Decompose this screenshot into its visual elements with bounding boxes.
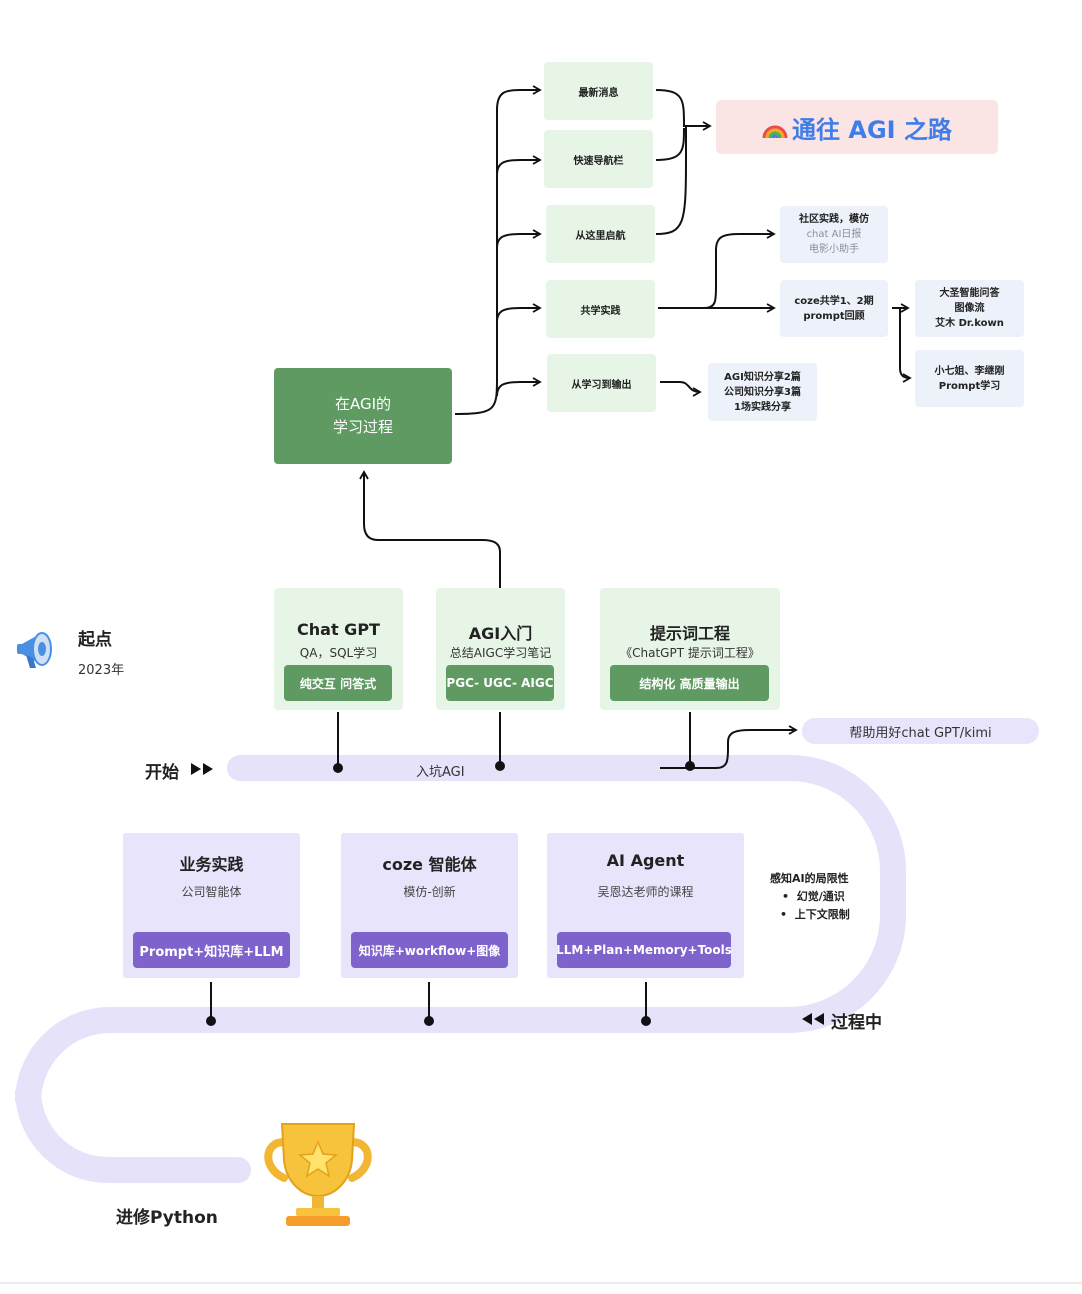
card-subtitle: 总结AIGC学习笔记 (449, 646, 552, 660)
card-subtitle: QA，SQL学习 (299, 646, 378, 660)
card-agi-intro[interactable]: AGI入门 总结AIGC学习笔记 PGC- UGC- AIGC (436, 588, 565, 710)
branch-latest-news[interactable]: 最新消息 (544, 62, 653, 120)
card-title: Chat GPT (297, 620, 380, 639)
track-progress-label: 过程中 (831, 1013, 882, 1033)
branch-start-here[interactable]: 从这里启航 (546, 205, 655, 263)
box-line: 艾木 Dr.kown (935, 318, 1004, 329)
branch-label: 共学实践 (580, 305, 621, 317)
box-line: Prompt学习 (938, 380, 1001, 392)
coze-colearn-box[interactable]: coze共学1、2期 prompt回顾 (780, 280, 888, 337)
double-play-icon (191, 763, 213, 775)
limitations-list: 感知AI的局限性 • 幻觉/通识 • 上下文限制 (770, 870, 850, 924)
card-title: coze 智能体 (382, 855, 477, 874)
card-tag: 结构化 高质量输出 (610, 665, 769, 701)
card-title: AGI入门 (468, 624, 533, 643)
branch-label: 最新消息 (578, 87, 619, 99)
box-line: 公司知识分享3篇 (724, 386, 801, 398)
branch-learn-to-output[interactable]: 从学习到输出 (547, 354, 656, 412)
box-line: coze共学1、2期 (794, 295, 874, 307)
prompt-learning-box[interactable]: 小七姐、李继刚 Prompt学习 (915, 350, 1024, 407)
track-python-label: 进修Python (116, 1208, 218, 1228)
track-dot (424, 1016, 434, 1026)
track-dot (641, 1016, 651, 1026)
limitation-text: 幻觉/通识 (796, 890, 845, 903)
trophy-icon (264, 1123, 372, 1226)
dasheng-qa-box[interactable]: 大圣智能问答 图像流 艾木 Dr.kown (915, 280, 1024, 337)
card-business-practice[interactable]: 业务实践 公司智能体 Prompt+知识库+LLM (123, 833, 300, 978)
help-bubble-text: 帮助用好chat GPT/kimi (849, 725, 992, 741)
start-year: 2023年 (78, 663, 125, 678)
card-tag: LLM+Plan+Memory+Tools (557, 932, 731, 968)
box-line: 图像流 (954, 303, 985, 314)
card-tag: PGC- UGC- AIGC (446, 665, 554, 701)
box-line: chat AI日报 (806, 229, 862, 240)
track-dot (495, 761, 505, 771)
track-dot (206, 1016, 216, 1026)
card-tag: Prompt+知识库+LLM (133, 932, 290, 968)
track-enter-label: 入坑AGI (416, 765, 465, 780)
help-bubble[interactable]: 帮助用好chat GPT/kimi (802, 718, 1039, 744)
box-line: 大圣智能问答 (939, 288, 1000, 299)
community-practice-box[interactable]: 社区实践，模仿 chat AI日报 电影小助手 (780, 206, 888, 263)
card-title: 提示词工程 (649, 624, 730, 643)
box-line: 小七姐、李继刚 (934, 365, 1005, 377)
limitation-item: • 幻觉/通识 (782, 890, 845, 903)
main-node-line: 在AGI的 (334, 395, 392, 413)
card-ai-agent[interactable]: AI Agent 吴恩达老师的课程 LLM+Plan+Memory+Tools (547, 833, 744, 978)
card-title: 业务实践 (179, 855, 244, 874)
card-coze-agent[interactable]: coze 智能体 模仿-创新 知识库+workflow+图像 (341, 833, 518, 978)
branch-label: 从这里启航 (575, 230, 626, 242)
branch-co-learning[interactable]: 共学实践 (546, 280, 655, 338)
box-line: AGI知识分享2篇 (724, 371, 801, 383)
limitation-item: • 上下文限制 (780, 908, 850, 921)
branch-label: 快速导航栏 (573, 155, 624, 167)
box-line: 社区实践，模仿 (799, 214, 869, 225)
card-title: AI Agent (606, 851, 685, 870)
track-dot (333, 763, 343, 773)
track-begin-label: 开始 (145, 763, 179, 783)
box-line: 1场实践分享 (734, 401, 791, 413)
card-prompt-engineering[interactable]: 提示词工程 《ChatGPT 提示词工程》 结构化 高质量输出 (600, 588, 780, 710)
card-subtitle: 《ChatGPT 提示词工程》 (620, 646, 760, 660)
double-rewind-icon (802, 1013, 824, 1025)
branch-label: 从学习到输出 (571, 379, 632, 391)
box-line: prompt回顾 (803, 310, 865, 322)
card-tag: 知识库+workflow+图像 (351, 932, 508, 968)
banner-title: 通往 AGI 之路 (792, 115, 952, 144)
card-chatgpt[interactable]: Chat GPT QA，SQL学习 纯交互 问答式 (274, 588, 403, 710)
box-line: 电影小助手 (809, 244, 859, 255)
card-subtitle: 吴恩达老师的课程 (597, 885, 694, 899)
start-title: 起点 (78, 630, 112, 650)
card-tag: 纯交互 问答式 (284, 665, 392, 701)
limitations-title: 感知AI的局限性 (770, 872, 849, 885)
branch-quick-nav[interactable]: 快速导航栏 (544, 130, 653, 188)
agi-road-banner[interactable]: 通往 AGI 之路 (716, 100, 998, 154)
agi-learning-process-node[interactable]: 在AGI的 学习过程 (274, 368, 452, 464)
card-subtitle: 模仿-创新 (403, 885, 456, 899)
card-subtitle: 公司智能体 (181, 885, 242, 899)
rainbow-icon (762, 125, 788, 138)
limitation-text: 上下文限制 (794, 908, 850, 921)
main-node-line: 学习过程 (332, 418, 393, 436)
track-dot (685, 761, 695, 771)
megaphone-icon (17, 632, 52, 668)
knowledge-sharing-box[interactable]: AGI知识分享2篇 公司知识分享3篇 1场实践分享 (708, 363, 817, 421)
